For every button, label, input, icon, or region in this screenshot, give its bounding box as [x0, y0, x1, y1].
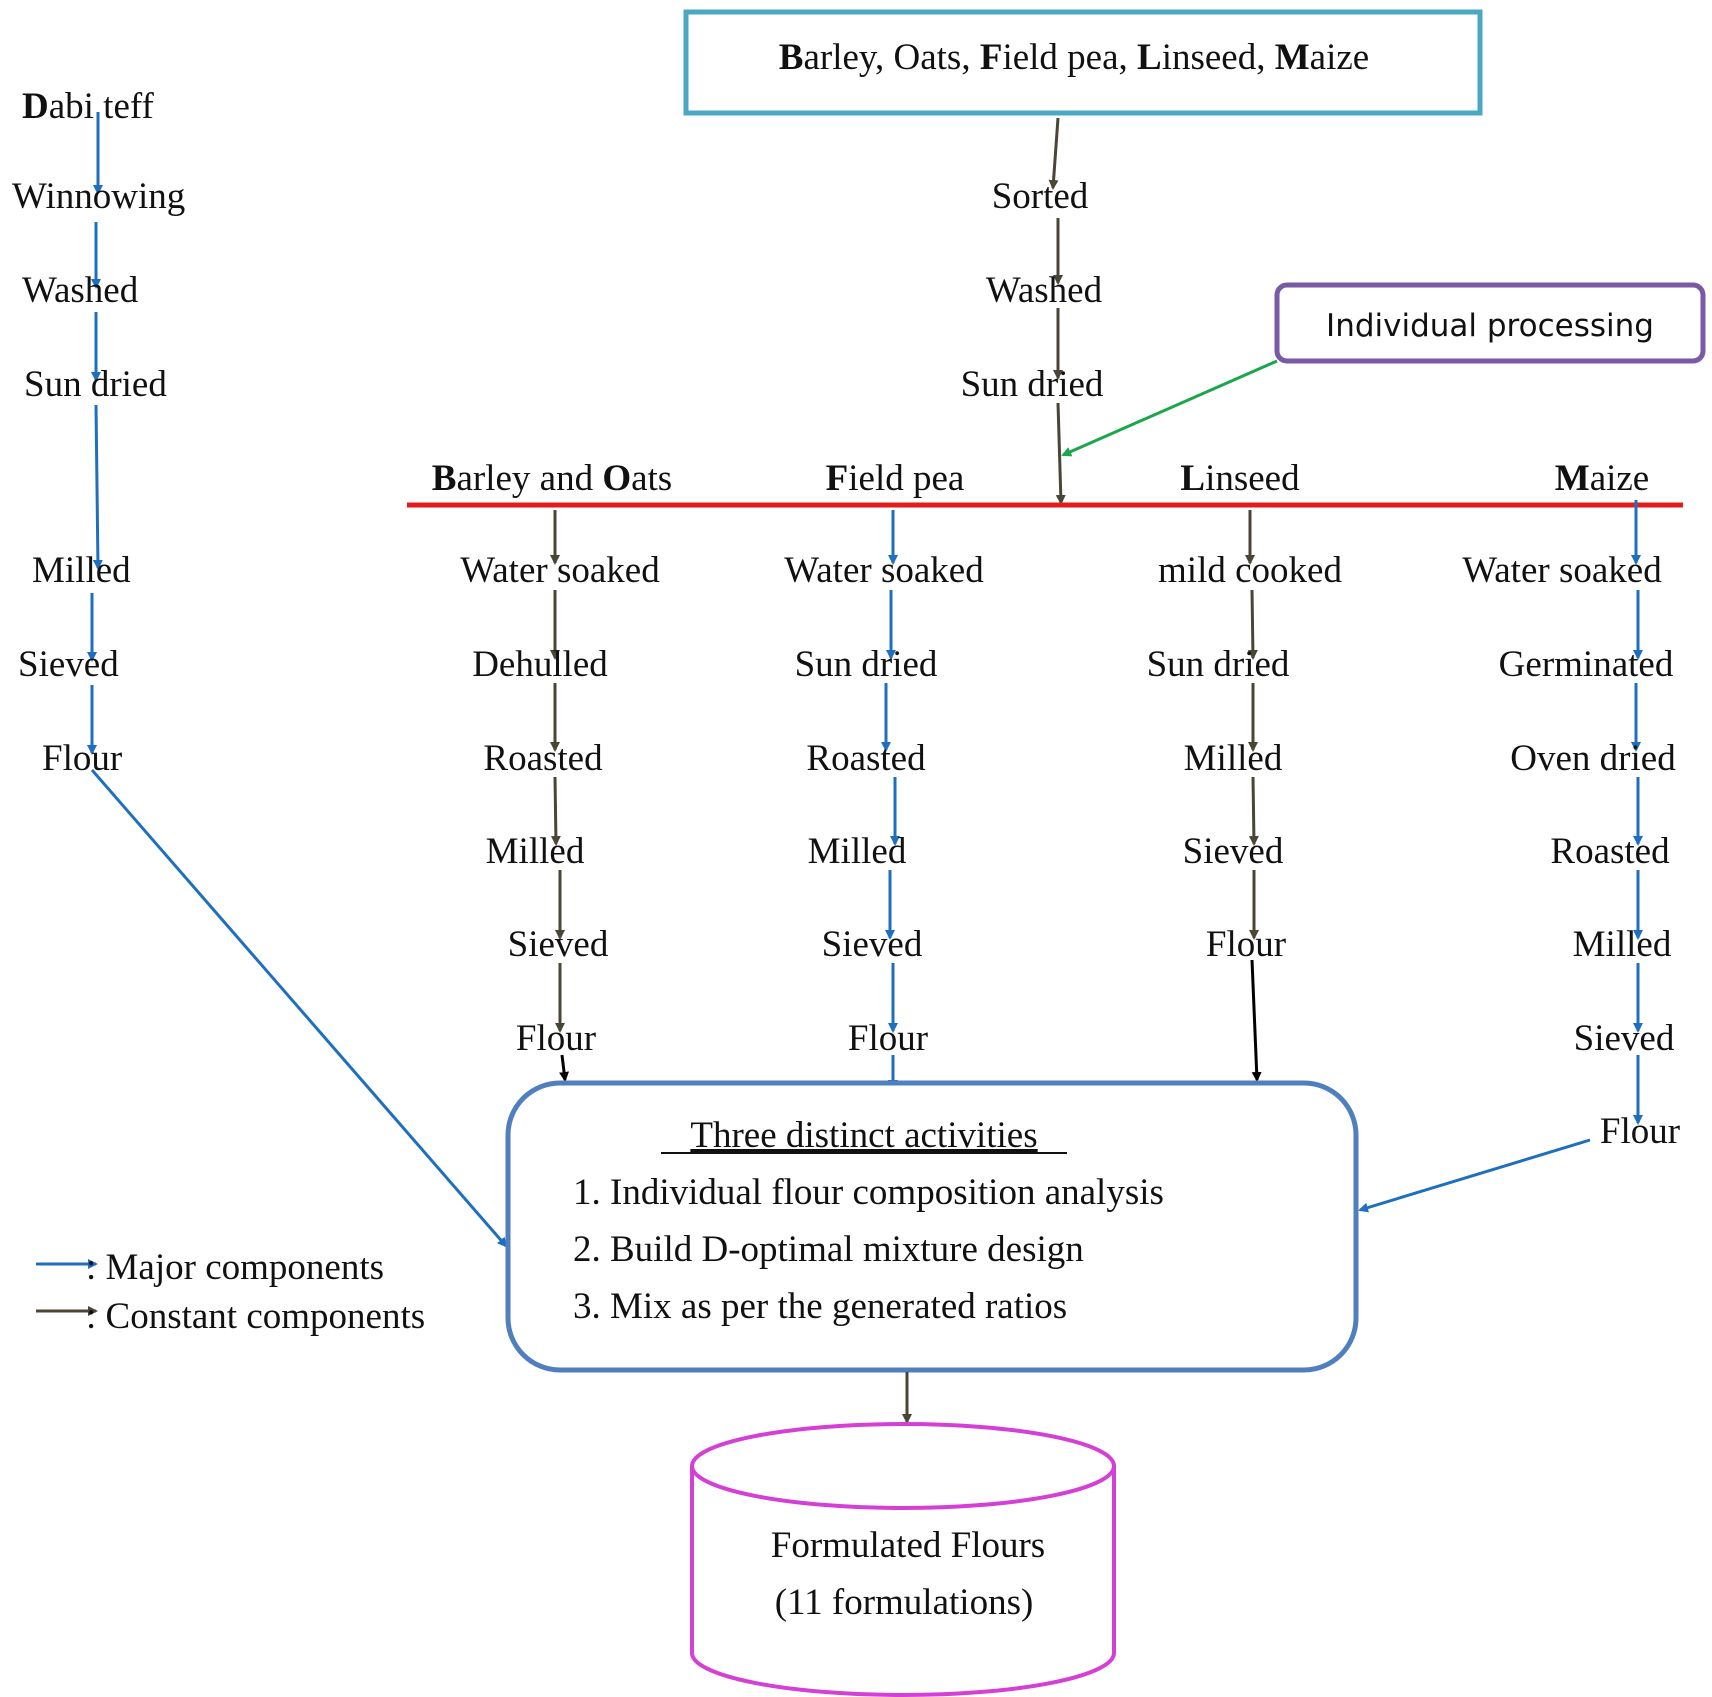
barley-oats-arrows [550, 510, 570, 1082]
source-box [683, 9, 1483, 116]
output-line-1: Formulated Flours [771, 1525, 1045, 1566]
common-step-washed: Washed [986, 270, 1103, 311]
group-title-field-pea: Field pea [826, 458, 965, 499]
pea-step-roasted: Roasted [806, 738, 926, 779]
group-title-maize: Maize [1555, 458, 1649, 499]
barley-step-milled: Milled [486, 831, 585, 872]
maize-arrows [1631, 500, 1643, 1125]
common-stage-arrows [1048, 117, 1066, 505]
output-cylinder [690, 1422, 1116, 1697]
maize-step-flour: Flour [1600, 1111, 1680, 1152]
common-step-sorted: Sorted [992, 176, 1089, 217]
group-title-linseed: Linseed [1180, 458, 1300, 499]
maize-step-roasted: Roasted [1550, 831, 1670, 872]
maize-step-milled: Milled [1573, 924, 1672, 965]
teff-arrows [87, 112, 103, 755]
legend-major-label: : Major components [86, 1247, 384, 1288]
barley-step-flour: Flour [516, 1018, 596, 1059]
callout-label: Individual processing [1326, 308, 1654, 344]
barley-step-water-soaked: Water soaked [460, 550, 660, 591]
teff-step-milled: Milled [32, 550, 131, 591]
maize-step-germinated: Germinated [1499, 644, 1674, 685]
linseed-step-sieved: Sieved [1183, 831, 1284, 872]
legend: : Major components : Constant components [36, 1247, 425, 1337]
activity-item-1: 1. Individual flour composition analysis [573, 1172, 1164, 1213]
activities-title: Three distinct activities [690, 1115, 1037, 1156]
barley-step-dehulled: Dehulled [472, 644, 608, 685]
teff-step-washed: Washed [22, 270, 139, 311]
activities-box [505, 1080, 1359, 1373]
group-title-barley-oats: Barley and Oats [432, 458, 672, 499]
barley-step-roasted: Roasted [483, 738, 603, 779]
pea-step-sun-dried: Sun dried [795, 644, 938, 685]
maize-to-activities-arrow [1358, 1138, 1591, 1213]
field-pea-arrows [881, 510, 900, 1090]
teff-step-sun-dried: Sun dried [24, 364, 167, 405]
callout-box [1274, 282, 1706, 364]
linseed-step-milled: Milled [1184, 738, 1283, 779]
output-line-2: (11 formulations) [775, 1582, 1034, 1623]
activity-item-3: 3. Mix as per the generated ratios [573, 1286, 1067, 1327]
common-step-sun-dried: Sun dried [961, 364, 1104, 405]
pea-step-flour: Flour [848, 1018, 928, 1059]
maize-step-sieved: Sieved [1574, 1018, 1675, 1059]
linseed-step-mild-cooked: mild cooked [1158, 550, 1342, 591]
pea-step-sieved: Sieved [822, 924, 923, 965]
linseed-arrows [1245, 510, 1262, 1082]
teff-step-flour: Flour [42, 738, 122, 779]
legend-constant-label: : Constant components [86, 1296, 425, 1337]
linseed-step-sun-dried: Sun dried [1147, 644, 1290, 685]
maize-step-oven-dried: Oven dried [1510, 738, 1676, 779]
callout-arrow [1061, 359, 1278, 457]
maize-step-water-soaked: Water soaked [1462, 550, 1662, 591]
pea-step-water-soaked: Water soaked [784, 550, 984, 591]
teff-step-winnowing: Winnowing [12, 176, 185, 217]
linseed-step-flour: Flour [1206, 924, 1286, 965]
teff-to-activities-arrow [90, 769, 508, 1248]
barley-step-sieved: Sieved [508, 924, 609, 965]
source-box-label: Barley, Oats, Field pea, Linseed, Maize [779, 37, 1369, 78]
pea-step-milled: Milled [808, 831, 907, 872]
activity-item-2: 2. Build D-optimal mixture design [573, 1229, 1084, 1270]
teff-title: Dabi teff [22, 86, 155, 127]
teff-step-sieved: Sieved [18, 644, 119, 685]
